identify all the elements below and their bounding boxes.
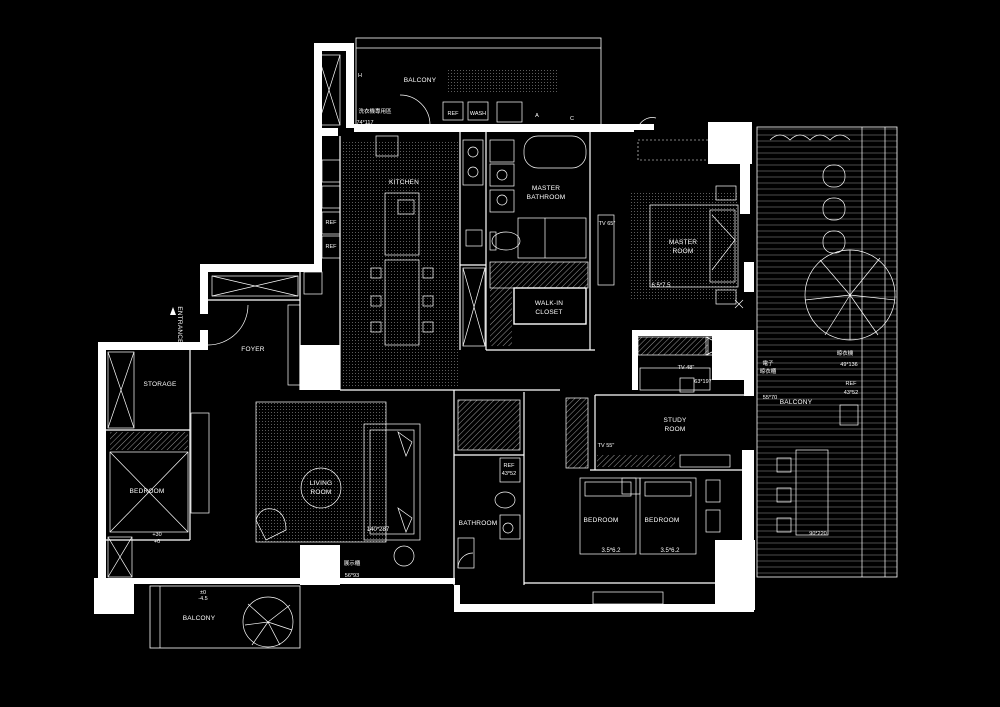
ref-bath-dim: 43*52 [502, 471, 516, 477]
living-room-fixtures [190, 304, 421, 567]
bedroom-left-dim-1: +30 [152, 532, 161, 538]
bedroom-left-dim-2: +0 [154, 539, 160, 545]
walk-in-label-1: WALK-IN [535, 300, 563, 307]
balcony-right-dim: 55*70 [763, 395, 777, 401]
storage-label: STORAGE [143, 381, 177, 388]
study-room-label-1: STUDY [663, 417, 686, 424]
right-ref: REF [846, 381, 858, 387]
bathroom-fixtures [457, 399, 521, 569]
interior-walls [106, 132, 745, 585]
balcony-bottom-d1: ±0 [200, 590, 206, 596]
ref-k1: REF [326, 220, 338, 226]
master-room-label-2: ROOM [672, 248, 693, 255]
ref-k2: REF [326, 244, 338, 250]
kitchen-area [321, 135, 484, 388]
bedroom-left-label: BEDROOM [130, 488, 165, 495]
kitchen-label: KITCHEN [389, 179, 419, 186]
right-cn: 晾衣機 [837, 349, 854, 357]
tv-study-top: TV 48" [678, 365, 695, 371]
master-room-fixtures [597, 117, 744, 309]
bathroom-label: BATHROOM [459, 520, 498, 527]
living-room-label-1: LIVING [310, 480, 333, 487]
foyer-label: FOYER [241, 346, 264, 353]
balcony-right-cn1: 電子 [762, 360, 774, 367]
balcony-bottom-label: BALCONY [183, 615, 216, 622]
bedroom-a-dim: 3.5*6.2 [601, 548, 621, 554]
tv-study: TV 55" [598, 443, 615, 449]
balcony-top-cn: 洗衣機專用區 [358, 107, 392, 115]
walk-in-closet-fixtures [462, 261, 589, 347]
tv-master: TV 65" [599, 221, 616, 227]
kids-bedrooms-fixtures [579, 477, 749, 605]
study-room-fixtures [565, 336, 743, 469]
a-mark: A [535, 113, 539, 119]
c-mark: C [570, 116, 574, 122]
balcony-top-label: BALCONY [404, 77, 437, 84]
study-room-label-2: ROOM [664, 426, 685, 433]
bedroom-b-label: BEDROOM [645, 517, 680, 524]
ref-bath: REF [504, 463, 516, 469]
wash-label: WASH [470, 111, 486, 117]
walk-in-label-2: CLOSET [535, 309, 562, 316]
master-bathroom-label-1: MASTER [532, 185, 560, 192]
living-dim: 140*287 [367, 527, 390, 533]
balcony-right-cn2: 晾衣櫃 [760, 367, 777, 375]
labels: H BALCONY 洗衣機專用區 74*117 REF WASH A C KIT… [130, 73, 859, 622]
ref-top: REF [448, 111, 460, 117]
study-dim: 63*197 [694, 379, 711, 385]
balcony-right-label: BALCONY [780, 399, 813, 406]
living-dim-2: 56*93 [345, 573, 359, 579]
right-dim3: 90*220 [809, 531, 826, 537]
balcony-top-h: H [358, 73, 362, 79]
bedroom-a-label: BEDROOM [584, 517, 619, 524]
master-bathroom-label-2: BATHROOM [527, 194, 566, 201]
living-room-label-2: ROOM [310, 489, 331, 496]
foyer-fixtures [170, 271, 323, 346]
left-bedroom-fixtures [107, 351, 189, 578]
right-balcony-deck [756, 126, 898, 578]
master-room-dim: 6.5*7.5 [651, 283, 671, 289]
balcony-top-dim: 74*117 [356, 120, 373, 126]
bottom-balcony [149, 585, 301, 649]
balcony-bottom-d2: -4.5 [198, 596, 207, 602]
living-cn: 展示櫃 [344, 559, 361, 567]
right-dim2: 43*52 [844, 390, 858, 396]
entrance-label: ENTRANCE [176, 306, 183, 344]
master-room-label-1: MASTER [669, 239, 697, 246]
right-dim1: 49*136 [840, 362, 857, 368]
master-bathroom-fixtures [489, 135, 587, 259]
bedroom-b-dim: 3.5*6.2 [660, 548, 680, 554]
